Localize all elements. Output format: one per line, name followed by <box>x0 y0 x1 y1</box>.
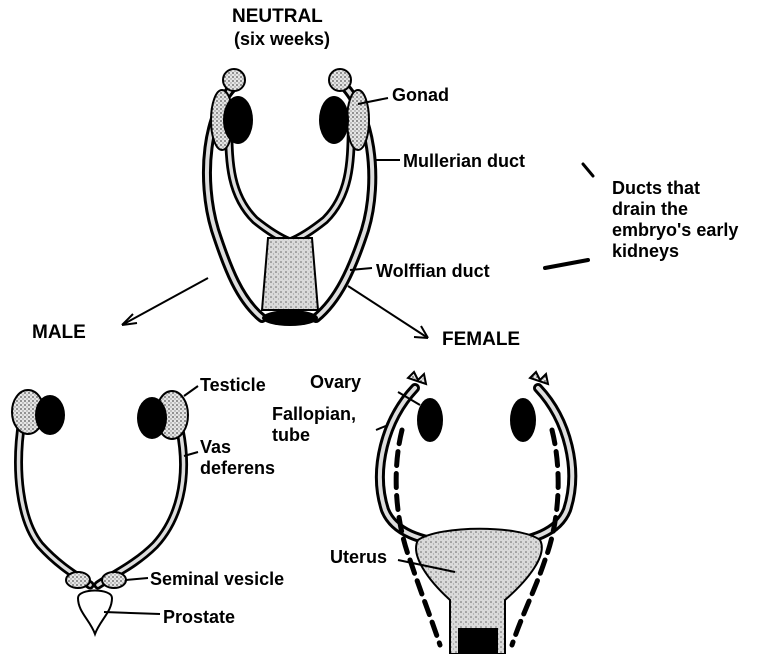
label-testicle: Testicle <box>200 376 266 394</box>
neutral-right-gonad <box>319 96 349 144</box>
female-figure <box>376 372 572 654</box>
female-left-fimbria <box>408 372 426 384</box>
label-vas-deferens: Vas deferens <box>200 437 275 479</box>
title-neutral: NEUTRAL <box>232 7 323 26</box>
ducts-note-pointer-lower <box>545 260 588 268</box>
male-right-testicle <box>137 397 167 439</box>
male-right-vas <box>98 430 184 585</box>
label-male: MALE <box>32 323 86 342</box>
label-prostate: Prostate <box>163 608 235 626</box>
neutral-left-gonad-tip <box>223 69 245 91</box>
label-fallopian-tube: Fallopian, tube <box>272 404 356 446</box>
male-figure <box>12 386 198 634</box>
neutral-right-gonad-stripe <box>347 90 369 150</box>
label-ducts-note: Ducts that drain the embryo's early kidn… <box>612 178 738 262</box>
label-gonad: Gonad <box>392 86 449 104</box>
label-mullerian-duct: Mullerian duct <box>403 152 525 170</box>
neutral-urogenital-sinus <box>262 238 318 310</box>
label-seminal-vesicle: Seminal vesicle <box>150 570 284 588</box>
label-uterus: Uterus <box>330 548 387 566</box>
female-left-ovary <box>417 398 443 442</box>
male-left-seminal-vesicle <box>66 572 90 588</box>
male-right-seminal-vesicle <box>102 572 126 588</box>
neutral-stage-figure <box>207 69 593 326</box>
female-right-ovary <box>510 398 536 442</box>
subtitle-six-weeks: (six weeks) <box>234 30 330 48</box>
label-female: FEMALE <box>442 330 520 349</box>
label-wolffian-duct: Wolffian duct <box>376 262 490 280</box>
neutral-left-gonad <box>223 96 253 144</box>
neutral-base <box>262 310 318 326</box>
female-right-fimbria <box>530 372 548 384</box>
label-ovary: Ovary <box>310 373 361 391</box>
neutral-right-gonad-tip <box>329 69 351 91</box>
female-cervix <box>458 628 498 654</box>
ducts-note-pointer-upper <box>583 164 593 176</box>
male-left-testicle <box>35 395 65 435</box>
